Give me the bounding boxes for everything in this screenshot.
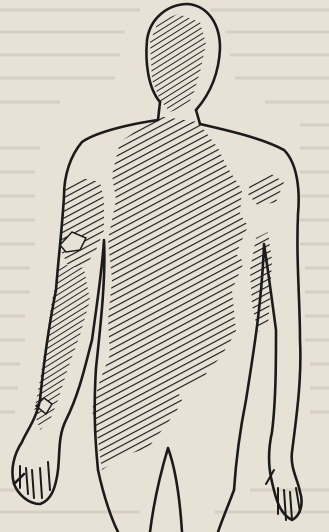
shaded-right-upper-arm-region bbox=[60, 178, 104, 268]
shaded-head-region bbox=[150, 14, 206, 112]
right-hand-fingers bbox=[20, 462, 50, 498]
shaded-trunk-region bbox=[92, 116, 248, 470]
right-leg-outline bbox=[98, 470, 118, 532]
shaded-left-shoulder-patch bbox=[248, 172, 284, 206]
crotch-outline bbox=[150, 448, 182, 532]
